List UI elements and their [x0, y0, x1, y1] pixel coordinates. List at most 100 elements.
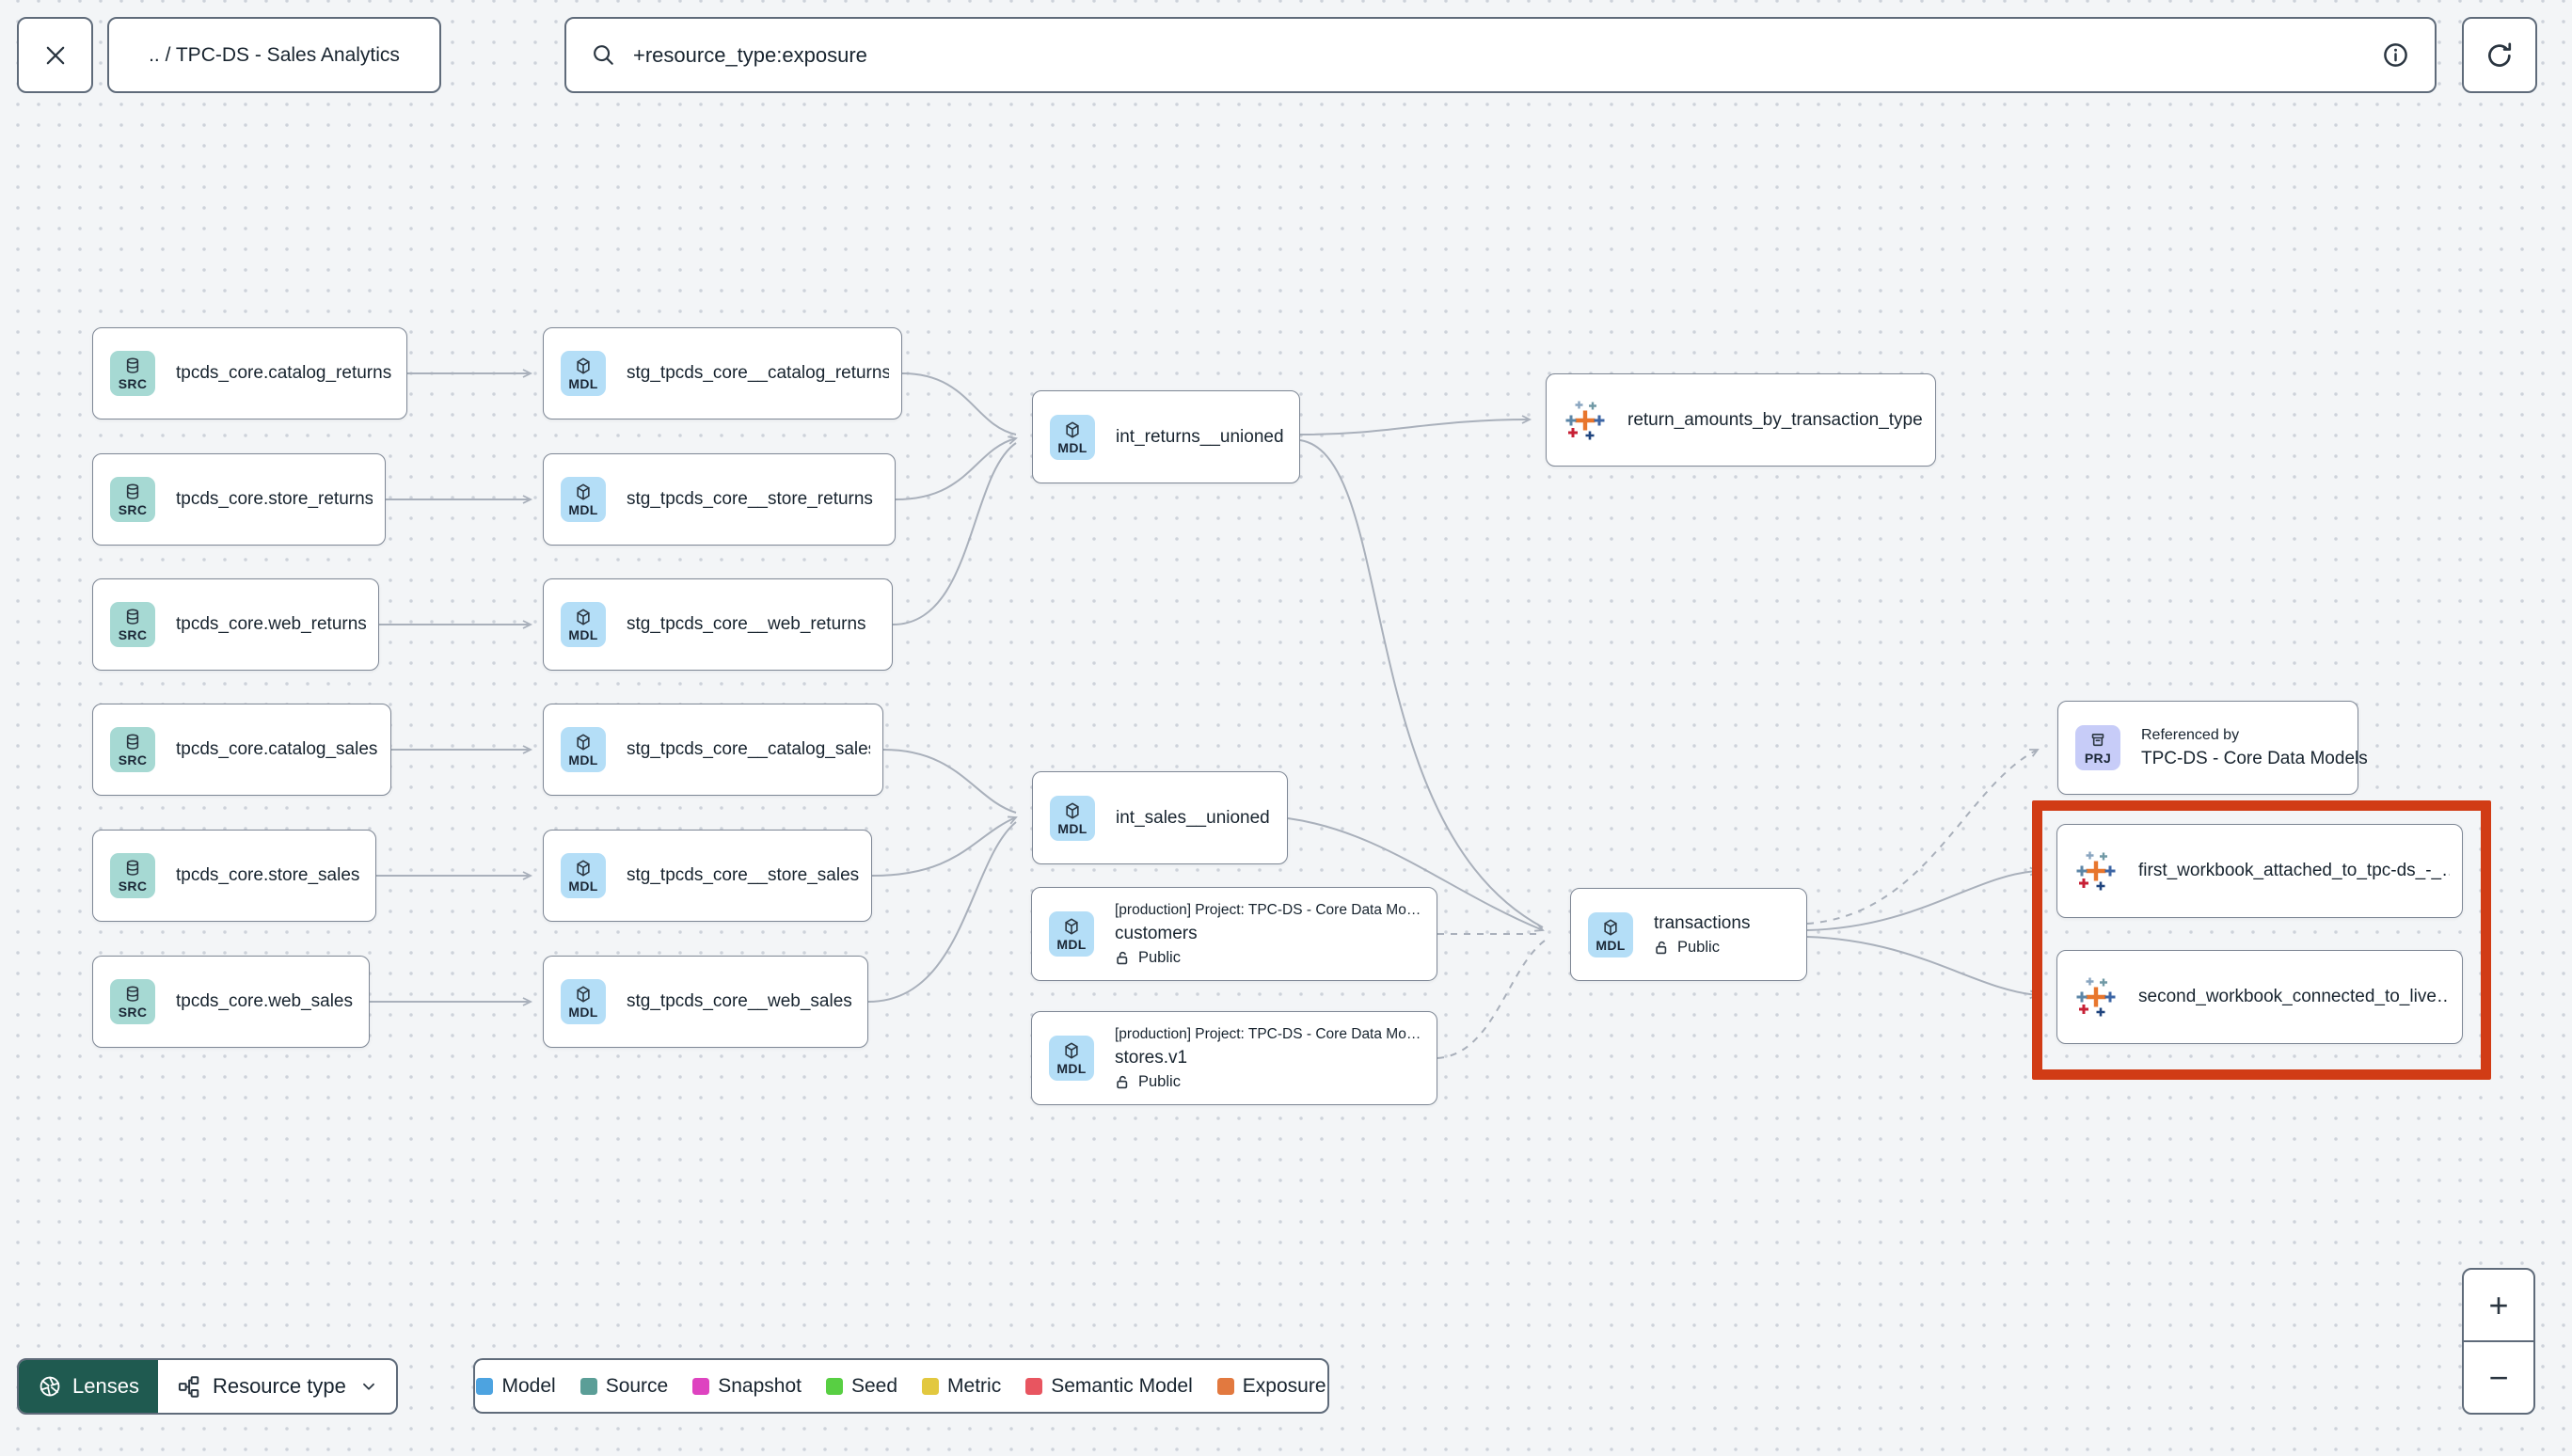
badge-label: MDL: [568, 1005, 598, 1020]
source-badge: SRC: [110, 853, 155, 898]
legend-item-exposure: Exposure: [1216, 1375, 1326, 1398]
node-src-tpcds-core-web-sales[interactable]: SRC tpcds_core.web_sales: [92, 956, 370, 1048]
node-stg-tpcds-core-web-sales[interactable]: MDL stg_tpcds_core__web_sales: [543, 956, 868, 1048]
zoom-in-button[interactable]: +: [2488, 1285, 2509, 1324]
badge-label: SRC: [118, 502, 148, 517]
badge-label: MDL: [1057, 820, 1088, 836]
resource-type-label: Resource type: [212, 1374, 346, 1398]
search-input[interactable]: +resource_type:exposure: [633, 42, 867, 67]
badge-label: MDL: [568, 878, 598, 894]
node-src-tpcds-core-web-returns[interactable]: SRC tpcds_core.web_returns: [92, 578, 379, 671]
breadcrumb[interactable]: .. / TPC-DS - Sales Analytics: [107, 17, 441, 93]
cube-icon: [577, 986, 590, 1003]
legend-item-seed: Seed: [825, 1375, 897, 1398]
node-src-tpcds-core-store-sales[interactable]: SRC tpcds_core.store_sales: [92, 830, 376, 922]
legend-swatch-exposure: [1216, 1377, 1234, 1395]
lock-open-icon: [1117, 951, 1128, 964]
badge-label: MDL: [1057, 439, 1088, 455]
legend-label: Source: [605, 1374, 669, 1397]
node-exposure-first-workbook[interactable]: first_workbook_attached_to_tpc-ds_-_…: [2056, 824, 2463, 918]
node-label: tpcds_core.store_sales: [176, 865, 360, 885]
model-badge: MDL: [1049, 1036, 1094, 1081]
badge-label: SRC: [118, 376, 148, 391]
node-label: first_workbook_attached_to_tpc-ds_-_…: [2138, 861, 2450, 880]
lenses-button[interactable]: Lenses: [19, 1360, 158, 1413]
badge-label: SRC: [118, 627, 148, 642]
lens-aperture-icon: [40, 1376, 60, 1397]
lenses-label: Lenses: [72, 1374, 139, 1398]
cube-icon: [1066, 802, 1079, 818]
node-label: tpcds_core.web_sales: [176, 991, 353, 1011]
resource-type-icon: [178, 1375, 199, 1398]
database-icon: [126, 483, 139, 499]
node-src-tpcds-core-store-returns[interactable]: SRC tpcds_core.store_returns: [92, 453, 386, 546]
node-label: int_sales__unioned: [1116, 807, 1270, 828]
cube-icon: [577, 357, 590, 374]
model-badge: MDL: [561, 477, 606, 522]
close-button[interactable]: [17, 17, 93, 93]
node-label: stg_tpcds_core__store_sales: [627, 865, 859, 885]
node-label: tpcds_core.store_returns: [176, 489, 373, 509]
zoom-out-button[interactable]: −: [2464, 1340, 2533, 1413]
node-stg-tpcds-core-web-returns[interactable]: MDL stg_tpcds_core__web_returns: [543, 578, 893, 671]
model-badge: MDL: [561, 727, 606, 772]
node-referenced-by-project[interactable]: PRJ Referenced by TPC-DS - Core Data Mod…: [2057, 701, 2368, 795]
badge-label: MDL: [568, 627, 598, 642]
resource-type-legend: Model Source Snapshot Seed Metric Semant…: [473, 1358, 1329, 1414]
node-exposure-return-amounts-by-transaction-type[interactable]: return_amounts_by_transaction_type: [1546, 373, 1936, 467]
resource-type-dropdown[interactable]: Resource type: [158, 1360, 396, 1413]
breadcrumb-label: .. / TPC-DS - Sales Analytics: [149, 43, 400, 66]
refresh-button[interactable]: [2462, 17, 2537, 93]
source-badge: SRC: [110, 979, 155, 1024]
node-label: tpcds_core.catalog_returns: [176, 363, 392, 383]
source-badge: SRC: [110, 351, 155, 396]
tableau-icon: [2076, 851, 2116, 891]
database-icon: [126, 609, 139, 625]
legend-item-snapshot: Snapshot: [692, 1375, 802, 1398]
node-stores-v1[interactable]: MDL [production] Project: TPC-DS - Core …: [1031, 1011, 1437, 1105]
node-label: stores.v1: [1115, 1047, 1188, 1068]
legend-swatch-model: [476, 1377, 494, 1395]
model-badge: MDL: [561, 853, 606, 898]
cube-icon: [1604, 919, 1617, 935]
tableau-icon: [2076, 977, 2116, 1017]
node-stg-tpcds-core-store-returns[interactable]: MDL stg_tpcds_core__store_returns: [543, 453, 896, 546]
badge-label: SRC: [118, 878, 148, 894]
legend-item-semantic-model: Semantic Model: [1025, 1375, 1193, 1398]
legend-swatch-seed: [825, 1377, 843, 1395]
node-label: transactions: [1654, 912, 1751, 933]
model-badge: MDL: [1049, 911, 1094, 957]
search-bar[interactable]: +resource_type:exposure: [564, 17, 2437, 93]
database-icon: [126, 860, 139, 876]
node-stg-tpcds-core-catalog-returns[interactable]: MDL stg_tpcds_core__catalog_returns: [543, 327, 902, 419]
zoom-controls: + −: [2462, 1268, 2535, 1415]
node-src-tpcds-core-catalog-returns[interactable]: SRC tpcds_core.catalog_returns: [92, 327, 407, 419]
node-stg-tpcds-core-catalog-sales[interactable]: MDL stg_tpcds_core__catalog_sales: [543, 704, 883, 796]
node-int-returns-unioned[interactable]: MDL int_returns__unioned: [1032, 390, 1300, 483]
cube-icon: [1066, 421, 1079, 437]
legend-swatch-snapshot: [692, 1377, 710, 1395]
legend-label: Snapshot: [718, 1374, 802, 1397]
cube-icon: [577, 860, 590, 877]
legend-swatch-source: [579, 1377, 597, 1395]
archive-icon: [2091, 734, 2104, 747]
model-badge: MDL: [561, 351, 606, 396]
legend-swatch-semantic-model: [1025, 1377, 1043, 1395]
node-transactions[interactable]: MDL transactions Public: [1570, 888, 1807, 981]
node-src-tpcds-core-catalog-sales[interactable]: SRC tpcds_core.catalog_sales: [92, 704, 391, 796]
node-label: tpcds_core.web_returns: [176, 614, 366, 634]
cube-icon: [577, 609, 590, 625]
badge-label: MDL: [1596, 937, 1626, 953]
visibility-label: Public: [1138, 1072, 1181, 1090]
info-icon[interactable]: [2381, 40, 2410, 70]
node-label: stg_tpcds_core__web_sales: [627, 991, 852, 1011]
legend-label: Semantic Model: [1051, 1374, 1193, 1397]
project-badge: PRJ: [2075, 725, 2120, 770]
source-badge: SRC: [110, 602, 155, 647]
node-customers[interactable]: MDL [production] Project: TPC-DS - Core …: [1031, 887, 1437, 981]
node-exposure-second-workbook[interactable]: second_workbook_connected_to_live…: [2056, 950, 2463, 1044]
node-stg-tpcds-core-store-sales[interactable]: MDL stg_tpcds_core__store_sales: [543, 830, 872, 922]
node-int-sales-unioned[interactable]: MDL int_sales__unioned: [1032, 771, 1288, 864]
source-badge: SRC: [110, 477, 155, 522]
badge-label: SRC: [118, 1005, 148, 1020]
